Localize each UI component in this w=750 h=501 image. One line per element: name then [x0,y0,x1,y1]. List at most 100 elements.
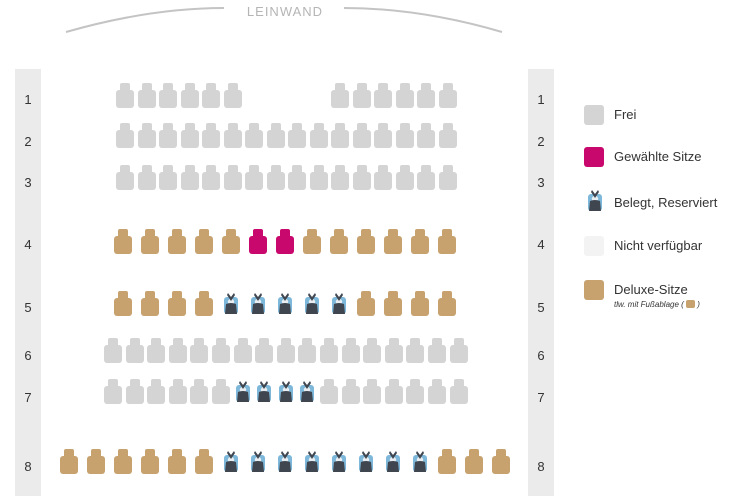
seat-free-row3-15[interactable] [417,165,435,190]
seat-free-row3-7[interactable] [245,165,263,190]
seat-free-row3-9[interactable] [288,165,306,190]
seat-free-row6-6[interactable] [212,338,230,363]
seat-deluxe-row8-16[interactable] [465,449,483,474]
seat-free-row2-13[interactable] [374,123,392,148]
seat-free-row3-1[interactable] [116,165,134,190]
seat-free-row1-1[interactable] [116,83,134,108]
seat-free-row3-3[interactable] [159,165,177,190]
seat-free-row1-2[interactable] [138,83,156,108]
seat-free-row2-8[interactable] [267,123,285,148]
seat-free-row6-15[interactable] [406,338,424,363]
seat-free-row7-14[interactable] [385,379,403,404]
seat-free-row6-14[interactable] [385,338,403,363]
seat-deluxe-row4-10[interactable] [357,229,375,254]
seat-deluxe-row8-1[interactable] [60,449,78,474]
seat-free-row6-1[interactable] [104,338,122,363]
seat-deluxe-row5-10[interactable] [357,291,375,316]
seat-free-row2-1[interactable] [116,123,134,148]
seat-free-row6-13[interactable] [363,338,381,363]
seat-free-row2-12[interactable] [353,123,371,148]
seat-free-row2-9[interactable] [288,123,306,148]
seat-deluxe-row5-4[interactable] [195,291,213,316]
seat-deluxe-row4-8[interactable] [303,229,321,254]
seat-free-row2-3[interactable] [159,123,177,148]
seat-free-row1-12[interactable] [353,83,371,108]
seat-deluxe-row4-13[interactable] [438,229,456,254]
seat-deluxe-row8-3[interactable] [114,449,132,474]
seat-deluxe-row4-1[interactable] [114,229,132,254]
seat-free-row2-14[interactable] [396,123,414,148]
seat-deluxe-row4-4[interactable] [195,229,213,254]
seat-deluxe-row4-12[interactable] [411,229,429,254]
seat-free-row3-5[interactable] [202,165,220,190]
seat-free-row1-11[interactable] [331,83,349,108]
seat-free-row3-2[interactable] [138,165,156,190]
seat-free-row6-16[interactable] [428,338,446,363]
seat-free-row6-10[interactable] [298,338,316,363]
seat-deluxe-row5-13[interactable] [438,291,456,316]
seat-free-row7-13[interactable] [363,379,381,404]
seat-deluxe-row8-6[interactable] [195,449,213,474]
seat-free-row3-4[interactable] [181,165,199,190]
seat-free-row1-14[interactable] [396,83,414,108]
seat-free-row1-3[interactable] [159,83,177,108]
seat-free-row3-12[interactable] [353,165,371,190]
seat-free-row2-4[interactable] [181,123,199,148]
seat-selected-row4-7[interactable] [276,229,294,254]
seat-free-row7-1[interactable] [104,379,122,404]
seat-free-row1-6[interactable] [224,83,242,108]
seat-free-row7-15[interactable] [406,379,424,404]
seat-deluxe-row8-17[interactable] [492,449,510,474]
seat-deluxe-row8-5[interactable] [168,449,186,474]
seat-free-row6-5[interactable] [190,338,208,363]
seat-free-row3-10[interactable] [310,165,328,190]
seat-deluxe-row5-2[interactable] [141,291,159,316]
seat-free-row6-2[interactable] [126,338,144,363]
seat-deluxe-row5-12[interactable] [411,291,429,316]
seat-deluxe-row5-11[interactable] [384,291,402,316]
seat-free-row7-4[interactable] [169,379,187,404]
seat-deluxe-row4-3[interactable] [168,229,186,254]
seat-deluxe-row8-4[interactable] [141,449,159,474]
seat-free-row2-11[interactable] [331,123,349,148]
seat-free-row2-5[interactable] [202,123,220,148]
seat-free-row7-17[interactable] [450,379,468,404]
seat-free-row6-17[interactable] [450,338,468,363]
seat-free-row1-4[interactable] [181,83,199,108]
seat-free-row3-14[interactable] [396,165,414,190]
seat-free-row6-12[interactable] [342,338,360,363]
seat-free-row3-8[interactable] [267,165,285,190]
seat-free-row6-8[interactable] [255,338,273,363]
seat-free-row1-15[interactable] [417,83,435,108]
seat-free-row2-15[interactable] [417,123,435,148]
seat-free-row7-16[interactable] [428,379,446,404]
seat-free-row7-2[interactable] [126,379,144,404]
seat-selected-row4-6[interactable] [249,229,267,254]
seat-free-row6-3[interactable] [147,338,165,363]
seat-free-row7-5[interactable] [190,379,208,404]
seat-deluxe-row5-3[interactable] [168,291,186,316]
seat-free-row2-2[interactable] [138,123,156,148]
seat-free-row2-16[interactable] [439,123,457,148]
seat-free-row6-11[interactable] [320,338,338,363]
seat-free-row6-4[interactable] [169,338,187,363]
seat-free-row3-6[interactable] [224,165,242,190]
seat-deluxe-row4-5[interactable] [222,229,240,254]
seat-deluxe-row4-9[interactable] [330,229,348,254]
seat-free-row2-6[interactable] [224,123,242,148]
seat-free-row7-3[interactable] [147,379,165,404]
seat-deluxe-row8-15[interactable] [438,449,456,474]
seat-free-row3-13[interactable] [374,165,392,190]
seat-deluxe-row4-11[interactable] [384,229,402,254]
seat-free-row2-10[interactable] [310,123,328,148]
seat-free-row1-13[interactable] [374,83,392,108]
seat-free-row7-11[interactable] [320,379,338,404]
seat-deluxe-row8-2[interactable] [87,449,105,474]
seat-free-row2-7[interactable] [245,123,263,148]
seat-free-row7-6[interactable] [212,379,230,404]
seat-deluxe-row4-2[interactable] [141,229,159,254]
seat-free-row6-7[interactable] [234,338,252,363]
seat-free-row3-11[interactable] [331,165,349,190]
seat-free-row7-12[interactable] [342,379,360,404]
seat-deluxe-row5-1[interactable] [114,291,132,316]
